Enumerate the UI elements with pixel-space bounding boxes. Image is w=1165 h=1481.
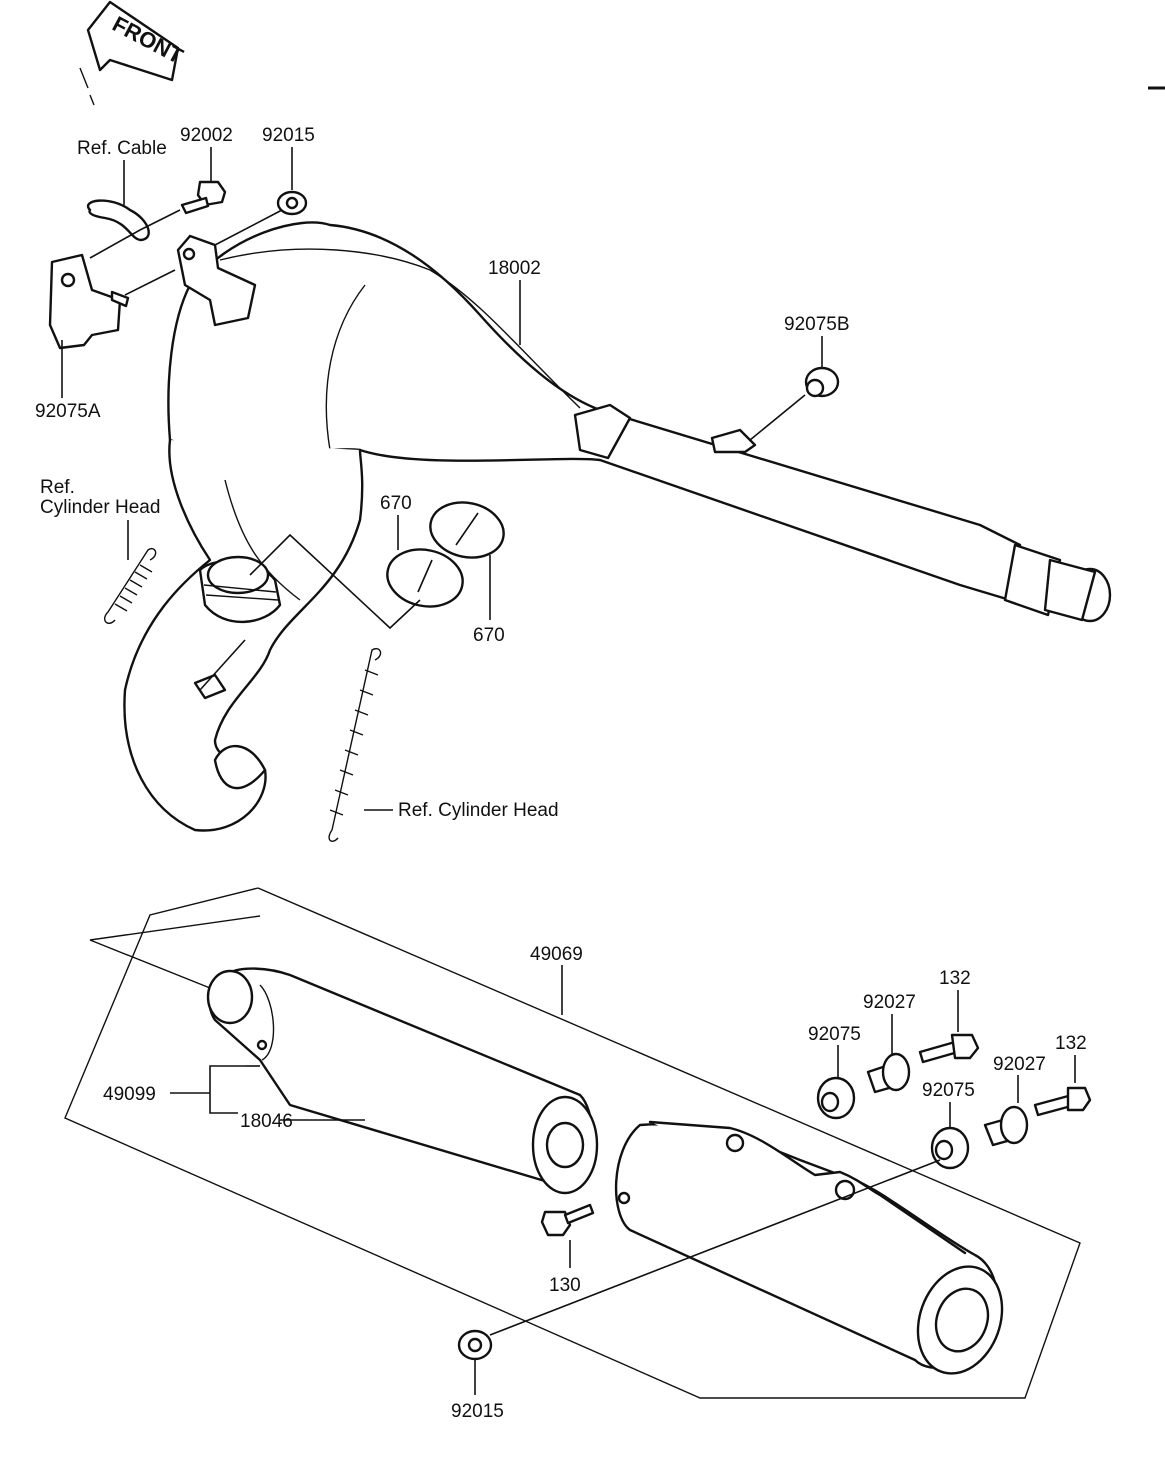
label-92075a: 92075A — [35, 401, 101, 422]
damper-92075a — [48, 253, 130, 350]
label-92002: 92002 — [180, 125, 233, 146]
label-49069: 49069 — [530, 944, 583, 965]
bolt-92002 — [180, 180, 227, 215]
label-670-bottom: 670 — [473, 625, 505, 646]
label-92075-right: 92075 — [922, 1080, 975, 1101]
label-132-right: 132 — [1055, 1033, 1087, 1054]
cable-clip — [86, 199, 150, 242]
label-ref-cable: Ref. Cable — [77, 138, 167, 159]
label-130: 130 — [549, 1275, 581, 1296]
label-92027-top: 92027 — [863, 992, 916, 1013]
damper-92075b — [804, 366, 840, 398]
label-18046: 18046 — [240, 1111, 293, 1132]
label-49099: 49099 — [103, 1084, 156, 1105]
label-ref-cylinder-head-1-line2: Cylinder Head — [40, 497, 160, 518]
label-92015-bottom: 92015 — [451, 1401, 504, 1422]
silencer-boundary — [64, 887, 1081, 1399]
front-arrow-icon: FRONT — [86, 0, 188, 82]
nut-92015-bottom — [457, 1329, 493, 1361]
label-92027-right: 92027 — [993, 1054, 1046, 1075]
gasket-670-bottom — [386, 548, 464, 608]
bolt-132-right — [1033, 1086, 1092, 1117]
collar-92027-top — [866, 1052, 911, 1094]
label-92075b: 92075B — [784, 314, 850, 335]
label-92015-top: 92015 — [262, 125, 315, 146]
bolt-130 — [540, 1203, 595, 1237]
label-132-top: 132 — [939, 968, 971, 989]
label-92075-left: 92075 — [808, 1024, 861, 1045]
spring-right — [328, 648, 382, 842]
leader-lines-top — [61, 147, 823, 811]
nut-92015-top — [276, 190, 308, 216]
silencer-inner-tube-18046 — [206, 967, 599, 1195]
silencer-housing — [614, 1120, 1004, 1375]
label-ref-cylinder-head-2: Ref. Cylinder Head — [398, 800, 559, 821]
bolt-132-top — [918, 1033, 980, 1064]
label-18002: 18002 — [488, 258, 541, 279]
spring-left — [104, 548, 157, 624]
collar-92027-right — [983, 1105, 1029, 1147]
expansion-chamber-18002 — [123, 221, 1112, 832]
damper-92075-left — [816, 1076, 856, 1120]
leader-lines-bottom — [170, 965, 1076, 1395]
label-670-top: 670 — [380, 493, 412, 514]
damper-92075-right — [930, 1126, 970, 1170]
label-ref-cylinder-head-1-line1: Ref. — [40, 477, 75, 498]
